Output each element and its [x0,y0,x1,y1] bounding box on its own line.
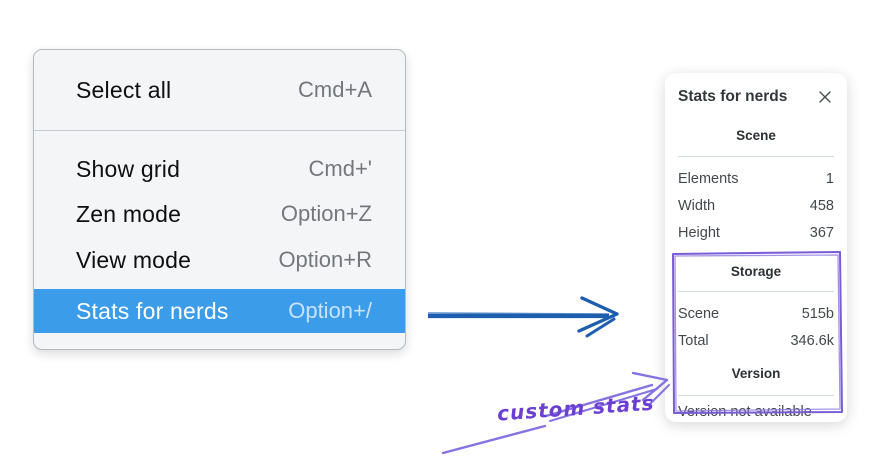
stat-label: Total [678,332,709,349]
annotation-custom-stats: custom stats [496,390,656,426]
menu-item-shortcut: Cmd+' [308,156,373,181]
menu-item-label: Stats for nerds [76,297,229,324]
menu-item-label: View mode [76,246,192,273]
section-heading-storage: Storage [730,264,782,279]
stat-label: Width [678,197,716,214]
annotation-arrow-shaft-sketch [549,388,658,422]
stat-row-width: Width 458 [678,192,834,219]
stat-value: 1 [825,170,834,187]
section-heading-version: Version [731,366,781,381]
section-heading-scene: Scene [736,128,776,143]
stat-row-elements: Elements 1 [678,165,834,192]
stat-value: 458 [809,197,834,214]
close-button[interactable] [816,88,834,106]
menu-item-label: Show grid [76,155,181,182]
stats-panel-title: Stats for nerds [678,88,788,105]
stat-value: 515b [801,305,834,322]
section-divider [678,395,834,396]
menu-item-shortcut: Option+R [278,247,372,272]
menu-separator [34,130,405,131]
stat-label: Elements [678,170,739,187]
menu-item-view-mode[interactable]: View mode Option+R [34,237,405,283]
stat-label: Height [678,224,720,241]
menu-item-shortcut: Cmd+A [298,77,372,102]
pointer-arrow-head [577,296,619,333]
menu-item-label: Zen mode [76,200,182,227]
section-divider [678,156,834,157]
stat-row-scene-storage: Scene 515b [678,300,834,327]
menu-item-stats-for-nerds[interactable]: Stats for nerds Option+/ [34,289,405,333]
stat-value: 367 [809,224,834,241]
menu-item-label: Select all [76,76,172,103]
version-note: Version not available [678,404,812,420]
stats-panel-header: Stats for nerds [678,86,834,108]
stat-row-height: Height 367 [678,219,834,246]
menu-item-show-grid[interactable]: Show grid Cmd+' [34,146,405,192]
annotation-arrow-head [631,371,669,402]
close-icon [819,91,831,103]
pointer-arrow-highlight [427,312,610,315]
annotation-arrow-shaft [544,383,654,418]
pointer-arrow-head-extra [585,317,616,338]
section-divider [678,291,834,292]
context-menu: Select all Cmd+A Show grid Cmd+' Zen mod… [33,49,406,350]
stats-panel: Stats for nerds Scene Elements 1 Width 4… [665,73,847,422]
stat-label: Scene [678,305,720,322]
menu-item-zen-mode[interactable]: Zen mode Option+Z [34,191,405,237]
stat-value: 346.6k [790,332,834,349]
stat-row-total-storage: Total 346.6k [678,327,834,354]
annotation-underline [441,424,547,455]
menu-item-select-all[interactable]: Select all Cmd+A [34,67,405,113]
menu-item-shortcut: Option+/ [288,298,372,323]
menu-item-shortcut: Option+Z [280,201,372,226]
